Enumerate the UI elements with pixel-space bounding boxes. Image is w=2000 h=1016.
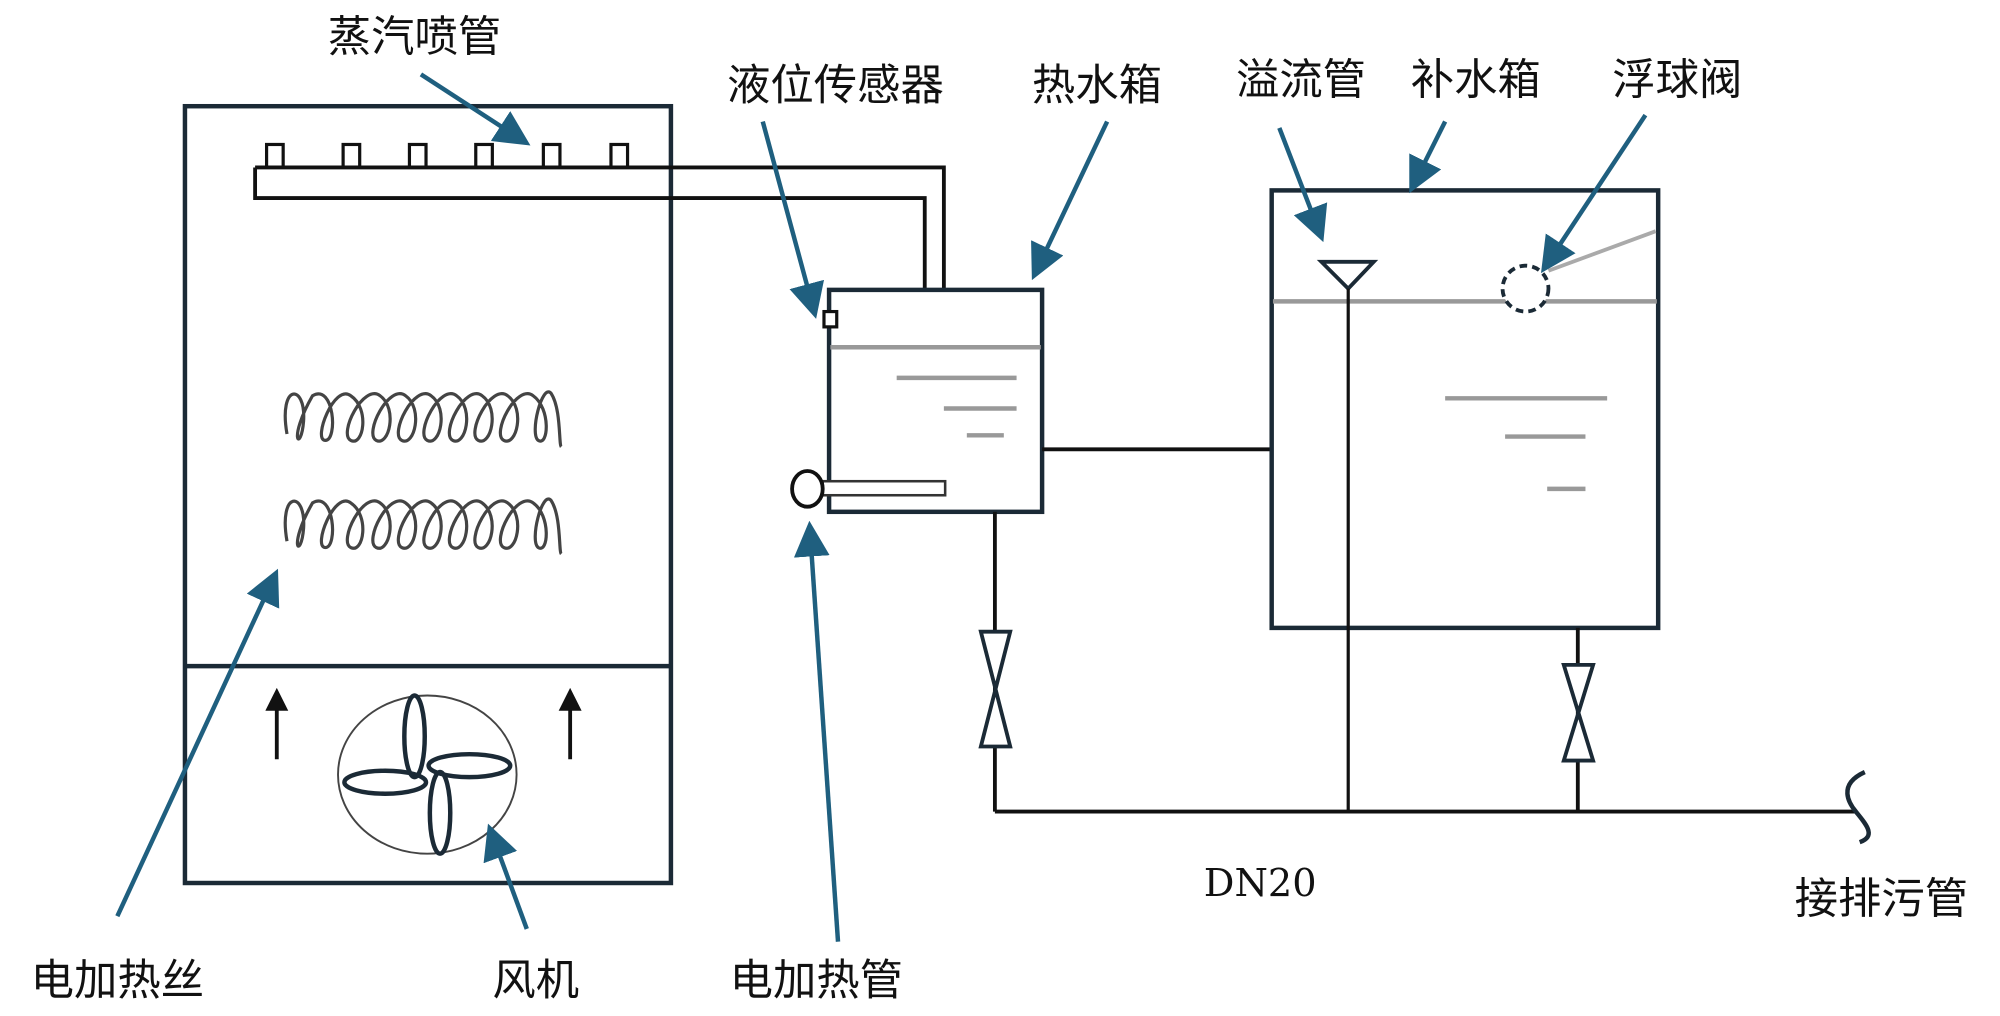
hot-water-tank [790, 287, 1045, 515]
humidifier-cabinet [182, 103, 674, 886]
valve-icon [978, 629, 1596, 763]
label-steam-pipe: 蒸汽喷管 [328, 12, 501, 62]
label-hot-water-tank: 热水箱 [1032, 61, 1162, 111]
fan-icon [337, 693, 518, 856]
label-drain-pipe: 接排污管 [1795, 875, 1968, 925]
label-float-valve: 浮球阀 [1612, 56, 1742, 106]
steam-nozzles [264, 142, 630, 170]
overflow-inlet-icon [1316, 259, 1379, 292]
heating-tube-icon [790, 469, 947, 509]
makeup-water-tank [1269, 188, 1661, 812]
drain-end-icon [1845, 769, 1871, 845]
drain-piping [978, 511, 1871, 845]
steam-pipe [253, 142, 946, 292]
label-pipe-size: DN20 [1204, 861, 1317, 906]
pointer-arrows [115, 72, 1648, 942]
level-sensor-icon [822, 309, 839, 329]
label-heating-wire: 电加热丝 [31, 956, 204, 1006]
heating-wire-coils [283, 390, 563, 556]
label-overflow-pipe: 溢流管 [1236, 56, 1366, 106]
label-makeup-tank: 补水箱 [1411, 56, 1541, 106]
float-ball-icon [1500, 263, 1551, 314]
label-fan: 风机 [492, 956, 579, 1006]
label-level-sensor: 液位传感器 [727, 61, 944, 111]
label-heating-tube: 电加热管 [730, 956, 903, 1006]
